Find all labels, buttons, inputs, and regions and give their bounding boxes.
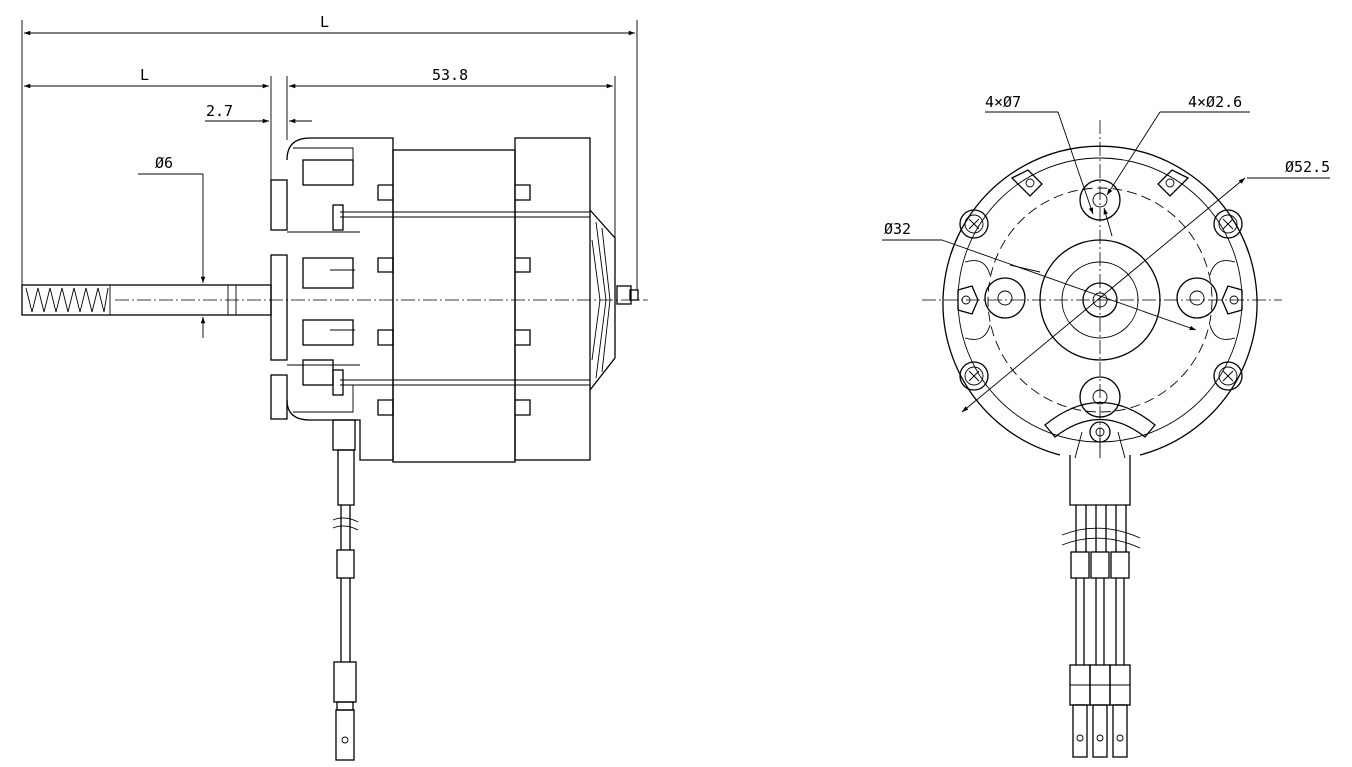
holes-7-label: 4×Ø7 bbox=[985, 93, 1021, 111]
flange-thickness-dimension: 2.7 bbox=[205, 102, 312, 124]
front-view: 4×Ø7 4×Ø2.6 Ø52.5 Ø32 bbox=[882, 93, 1330, 758]
side-view: L L 53.8 2.7 Ø6 bbox=[21, 13, 648, 761]
side-lead-wire bbox=[332, 419, 359, 761]
rear-fan-cap bbox=[589, 209, 616, 391]
front-lead-bundle bbox=[1061, 431, 1141, 758]
shaft-length-dimension: L bbox=[24, 66, 272, 180]
shaft-diameter-dimension: Ø6 bbox=[138, 154, 225, 338]
flange-thickness-label: 2.7 bbox=[206, 102, 233, 120]
overall-length-dimension: L bbox=[21, 13, 638, 312]
shaft-length-label: L bbox=[140, 66, 149, 84]
shaft-diameter-label: Ø6 bbox=[155, 154, 173, 172]
knurl-pattern bbox=[25, 287, 109, 313]
front-end-bracket bbox=[270, 137, 394, 461]
body-length-label: 53.8 bbox=[432, 66, 468, 84]
body-length-dimension: 53.8 bbox=[286, 66, 616, 240]
hub-diameter-label: Ø32 bbox=[884, 220, 911, 238]
overall-length-label: L bbox=[320, 13, 329, 31]
outer-diameter-label: Ø52.5 bbox=[1285, 158, 1330, 176]
holes-2-6-label: 4×Ø2.6 bbox=[1188, 93, 1242, 111]
front-dimension-leaders: 4×Ø7 4×Ø2.6 Ø52.5 Ø32 bbox=[882, 93, 1330, 413]
mounting-bosses bbox=[984, 179, 1218, 418]
stator-housing bbox=[332, 137, 591, 463]
